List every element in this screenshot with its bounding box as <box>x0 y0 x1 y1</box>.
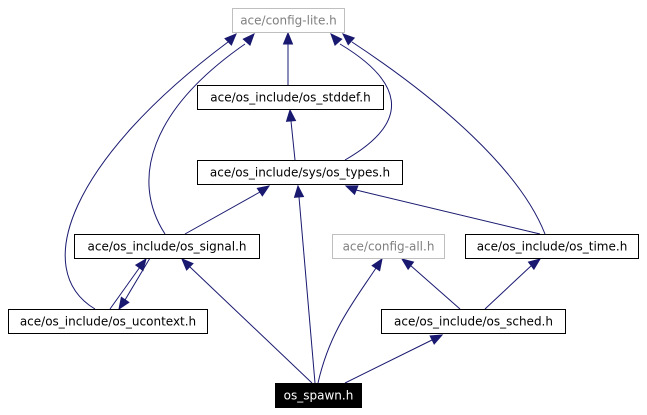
arrowhead <box>429 334 444 345</box>
edge-os_signal-to-sys_os_types <box>184 185 271 235</box>
arrowhead <box>342 33 356 46</box>
arrowhead <box>181 258 194 271</box>
edge-line <box>189 266 313 384</box>
edge-line <box>339 43 392 161</box>
node-label: ace/os_include/sys/os_types.h <box>210 166 390 180</box>
edge-line <box>148 43 246 235</box>
edge-sys_os_types-to-os_stddef <box>285 108 297 161</box>
edge-os_spawn-to-os_signal <box>181 258 313 384</box>
edge-line <box>124 257 151 301</box>
node-box <box>74 234 260 259</box>
edge-line <box>344 339 433 384</box>
edge-line <box>355 189 541 235</box>
arrowhead <box>293 184 305 198</box>
node-label: ace/os_include/os_stddef.h <box>210 91 370 105</box>
node-label: ace/os_include/os_sched.h <box>394 315 553 329</box>
node-config-all: ace/config-all.h <box>332 234 445 259</box>
edge-sys_os_types-to-config_lite <box>330 33 392 161</box>
node-box <box>197 160 403 185</box>
arrowhead <box>118 296 130 311</box>
edge-line <box>184 191 261 235</box>
node-box <box>465 234 639 259</box>
edge-line <box>484 264 533 310</box>
node-label: ace/os_include/os_ucontext.h <box>20 315 196 329</box>
node-os-ucontext[interactable]: ace/os_include/os_ucontext.h <box>8 309 208 334</box>
node-label: os_spawn.h <box>284 389 354 403</box>
edge-os_spawn-to-sys_os_types <box>293 184 316 384</box>
node-config-lite: ace/config-lite.h <box>232 8 345 33</box>
node-box <box>232 8 345 33</box>
edge-line <box>64 41 229 310</box>
arrowhead <box>371 257 383 272</box>
edge-os_ucontext-to-config_lite <box>64 33 237 310</box>
node-os-signal[interactable]: ace/os_include/os_signal.h <box>74 234 260 259</box>
node-os-sched[interactable]: ace/os_include/os_sched.h <box>381 309 566 334</box>
nodes-layer: ace/config-lite.h ace/os_include/os_stdde… <box>8 8 639 408</box>
node-label: ace/config-lite.h <box>240 14 337 28</box>
edge-os_sched-to-config_all <box>400 258 461 310</box>
node-box <box>197 85 384 110</box>
edge-os_ucontext-to-os_signal <box>109 257 147 310</box>
edge-os_signal-to-os_ucontext <box>118 257 151 311</box>
arrowhead <box>224 33 237 46</box>
edge-line <box>298 196 316 384</box>
node-box <box>381 309 566 334</box>
arrowhead <box>400 258 415 271</box>
arrowhead <box>285 108 297 122</box>
node-sys-os-types[interactable]: ace/os_include/sys/os_types.h <box>197 160 403 185</box>
edge-line <box>317 267 377 384</box>
edges-layer <box>64 31 546 384</box>
edge-line <box>290 120 296 161</box>
node-box <box>332 234 445 259</box>
node-box <box>8 309 208 334</box>
edge-line <box>351 41 546 235</box>
node-label: ace/os_include/os_signal.h <box>88 240 247 254</box>
edge-os_stddef-to-config_lite <box>282 31 294 85</box>
node-os-stddef[interactable]: ace/os_include/os_stddef.h <box>197 85 384 110</box>
node-os-spawn[interactable]: os_spawn.h <box>275 383 362 408</box>
edge-line <box>109 266 141 310</box>
arrowhead <box>256 185 271 197</box>
edge-os_spawn-to-config_all <box>317 257 383 384</box>
node-box <box>275 383 362 408</box>
arrowhead <box>527 258 542 271</box>
node-os-time[interactable]: ace/os_include/os_time.h <box>465 234 639 259</box>
arrowhead <box>344 185 359 196</box>
arrowhead <box>330 33 343 47</box>
node-label: ace/os_include/os_time.h <box>477 240 628 254</box>
edge-line <box>409 264 461 310</box>
edge-os_signal-to-config_lite <box>148 33 255 235</box>
arrowhead <box>282 31 294 45</box>
arrowhead <box>134 257 147 272</box>
edge-os_time-to-sys_os_types <box>344 185 541 235</box>
edge-os_spawn-to-os_sched <box>344 334 444 384</box>
edge-os_time-to-config_lite <box>342 33 546 235</box>
arrowhead <box>242 33 255 47</box>
edge-os_sched-to-os_time <box>484 258 542 310</box>
node-label: ace/config-all.h <box>343 240 435 254</box>
